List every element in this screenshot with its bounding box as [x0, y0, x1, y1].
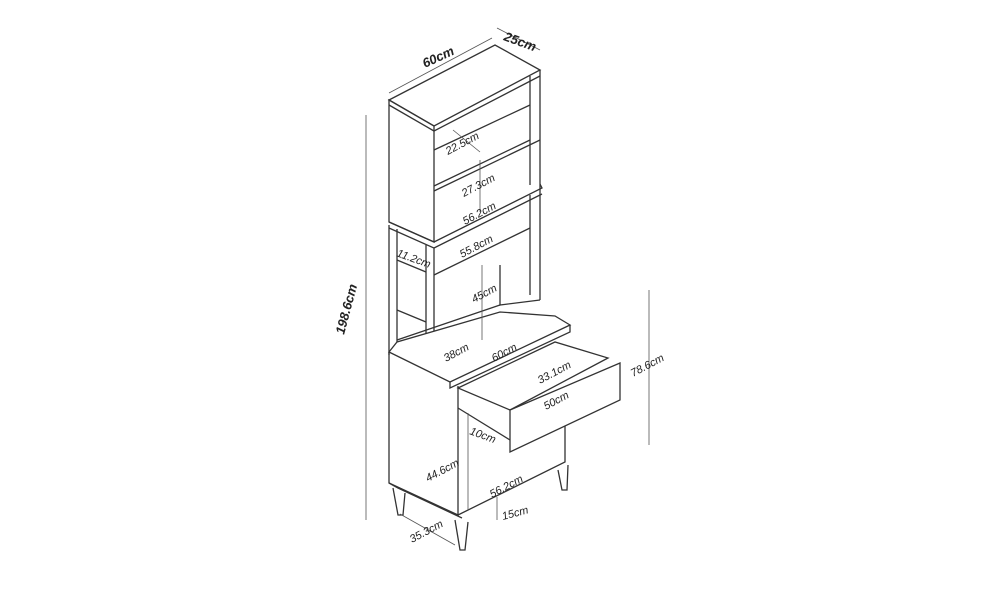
- label-drawer-height: 10cm: [468, 426, 497, 446]
- label-cabinet-inner-width: 56.2cm: [488, 473, 525, 501]
- label-desk-clearance: 45cm: [470, 282, 499, 305]
- label-cabinet-inner-height: 44.6cm: [424, 457, 461, 485]
- label-shelf-upper-depth: 22.5cm: [443, 130, 481, 158]
- label-total-height: 198.6cm: [332, 282, 360, 336]
- dimension-labels: 60cm 25cm 22.5cm 27.3cm 56.2cm 55.8cm 11…: [332, 28, 666, 545]
- label-top-depth: 25cm: [501, 28, 539, 54]
- label-leg-height: 15cm: [501, 504, 530, 523]
- label-frame-inner-width: 55.8cm: [458, 233, 495, 261]
- label-hutch-inner-width: 56.2cm: [461, 200, 498, 228]
- label-desk-height: 78.6cm: [629, 352, 666, 380]
- label-base-depth: 35.3cm: [408, 518, 445, 546]
- dimension-lines: [365, 27, 650, 546]
- desk-top-and-cabinet: [387, 311, 621, 551]
- hutch: [387, 44, 543, 249]
